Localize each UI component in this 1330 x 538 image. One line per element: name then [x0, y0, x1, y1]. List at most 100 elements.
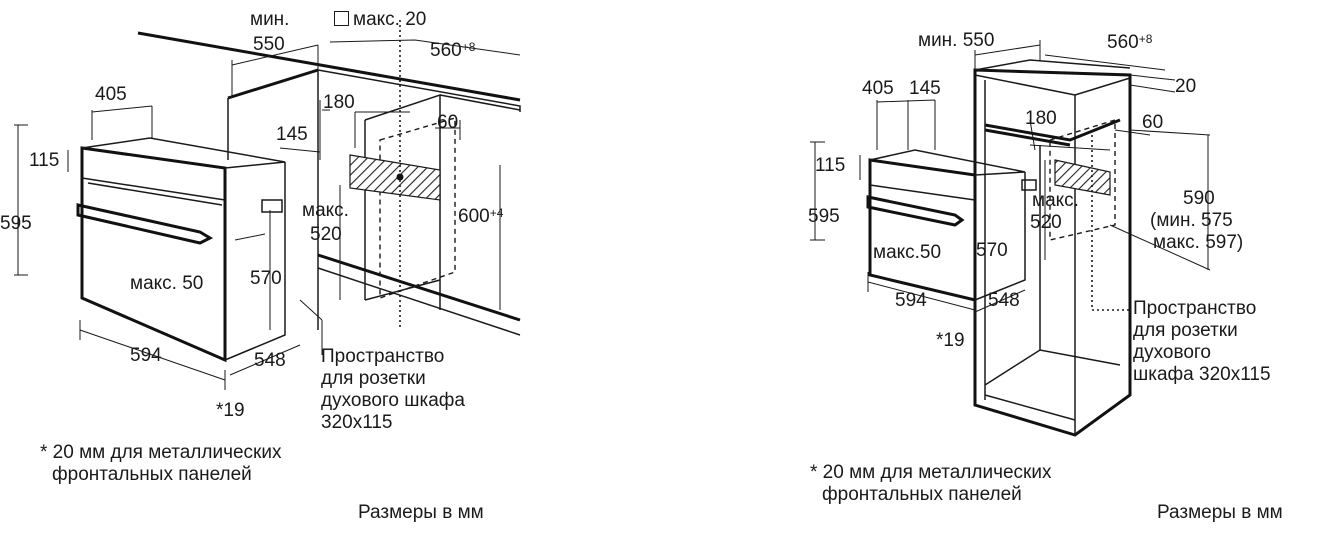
left-dim-595: 595: [0, 213, 32, 234]
oven-front-panel: [868, 158, 977, 302]
oven-side-face: [224, 162, 286, 361]
right-dim-570: 570: [976, 240, 1008, 261]
dim-594-line: [867, 272, 976, 320]
left-dim-max520-label: макс.: [302, 200, 349, 221]
right-dim-560-tolerance: +8: [1138, 32, 1153, 46]
dim-20-line: [1129, 74, 1176, 93]
oven-side-face: [974, 172, 1026, 301]
right-footnote-line: фронтальных панелей: [822, 484, 1022, 505]
right-socket-note-line: духового: [1133, 342, 1211, 363]
dim-594-line: [79, 320, 226, 390]
oven-control-panel-line: [869, 184, 976, 201]
left-dim-560-tolerance: +8: [461, 40, 476, 54]
dim-60-line: [1114, 129, 1151, 136]
cabinet-bottom-shelf-lower: [317, 267, 521, 336]
dim-550-line: [974, 40, 1041, 70]
tall-cabinet-top: [974, 59, 1131, 71]
oven-side-bracket: [261, 199, 283, 213]
oven-top-face: [869, 149, 1026, 176]
right-tall-cabinet-diagram: [810, 40, 1211, 437]
right-dim-145: 145: [909, 78, 941, 99]
left-dim-548: 548: [254, 350, 286, 371]
left-socket-note-line: 320x115: [321, 412, 393, 433]
right-dim-590-min: (мин. 575: [1150, 210, 1233, 231]
dim-180-line: [1029, 119, 1111, 151]
right-dim-560-value: 560: [1107, 32, 1139, 53]
cabinet-rear-panel: [364, 93, 441, 310]
tall-cabinet-back-dashed: [1049, 119, 1116, 241]
right-socket-note: Пространство для розетки духового шкафа …: [1133, 298, 1271, 386]
dim-595-line: [810, 141, 825, 241]
oven-door-handle: [866, 195, 965, 227]
oven-side-bracket: [1021, 179, 1037, 191]
right-footnote-line: * 20 мм для металлических: [810, 462, 1052, 483]
left-dim-550-min: мин.: [250, 9, 290, 30]
right-dim-590: 590: [1183, 188, 1215, 209]
left-dim-60: 60: [437, 112, 459, 133]
left-dim-570: 570: [250, 268, 282, 289]
left-dim-405: 405: [95, 84, 127, 105]
right-dim-max50: макс.50: [873, 242, 942, 263]
countertop-back-edge: [137, 31, 521, 102]
socket-space-hatched: [349, 154, 441, 201]
left-socket-note: Пространство для розетки духового шкафа …: [321, 346, 465, 434]
right-footnote: * 20 мм для металлических фронтальных па…: [810, 462, 1051, 506]
left-footnote-line: * 20 мм для металлических: [40, 442, 282, 463]
left-dim-180: 180: [323, 92, 355, 113]
square-symbol: [334, 11, 349, 26]
left-dim-600-value: 600: [458, 206, 490, 227]
right-socket-note-line: Пространство: [1133, 298, 1257, 319]
oven-control-panel-line: [81, 177, 226, 201]
left-footnote-line: фронтальных панелей: [52, 464, 252, 485]
left-dim-600-tolerance: +4: [489, 206, 504, 220]
oven-door-top-line: [87, 182, 223, 206]
oven-top-face: [81, 137, 286, 169]
dim-590-line: [1109, 129, 1211, 271]
dim-60-line: [435, 120, 461, 140]
right-dim-min550: мин. 550: [918, 30, 995, 51]
right-dim-405: 405: [862, 78, 894, 99]
left-dim-19: *19: [216, 400, 245, 421]
right-socket-note-line: шкафа 320x115: [1133, 364, 1271, 385]
dim-145-line: [279, 100, 321, 160]
right-units-note: Размеры в мм: [1157, 502, 1283, 523]
left-dim-145: 145: [276, 124, 308, 145]
dim-570-520-lines: [984, 160, 1046, 290]
left-socket-note-line: духового шкафа: [321, 390, 465, 411]
right-dim-60: 60: [1142, 112, 1164, 133]
tall-cabinet-outline: [973, 68, 1132, 437]
tall-cabinet-floor: [984, 349, 1121, 421]
dim-560-line: [1044, 54, 1166, 71]
left-dim-max20-text: макс. 20: [353, 9, 427, 30]
left-socket-note-line: для розетки: [321, 368, 426, 389]
right-dim-595: 595: [808, 206, 840, 227]
right-dim-max520: 520: [1030, 212, 1062, 233]
socket-note-leader: [299, 299, 323, 355]
tall-cabinet-inner-top: [1074, 77, 1131, 96]
right-dim-115: 115: [815, 155, 846, 176]
cabinet-back-dashed: [379, 117, 456, 299]
dim-548-line: [974, 289, 1026, 313]
right-dim-560: 560+8: [1107, 32, 1152, 54]
countertop-front-edge: [227, 68, 319, 100]
left-dim-max50: макс. 50: [130, 273, 204, 294]
left-dim-550: 550: [253, 34, 285, 55]
dim-560-line: [329, 39, 521, 56]
right-dim-19: *19: [936, 330, 965, 351]
left-dim-594: 594: [130, 345, 162, 366]
left-footnote: * 20 мм для металлических фронтальных па…: [40, 442, 281, 486]
left-dim-max20: макс. 20: [334, 9, 426, 31]
dim-520-line: [322, 109, 341, 300]
oven-front-panel: [80, 146, 227, 363]
left-dim-115: 115: [29, 150, 60, 171]
left-under-counter-diagram: [14, 20, 521, 390]
left-dim-max520: 520: [310, 224, 342, 245]
left-dim-600: 600+4: [458, 206, 503, 228]
socket-space-hatched: [1054, 159, 1111, 196]
cabinet-bottom-shelf: [317, 253, 521, 322]
dim-548-line: [229, 344, 301, 376]
right-socket-note-line: для розетки: [1133, 320, 1238, 341]
left-dim-560-value: 560: [430, 40, 462, 61]
